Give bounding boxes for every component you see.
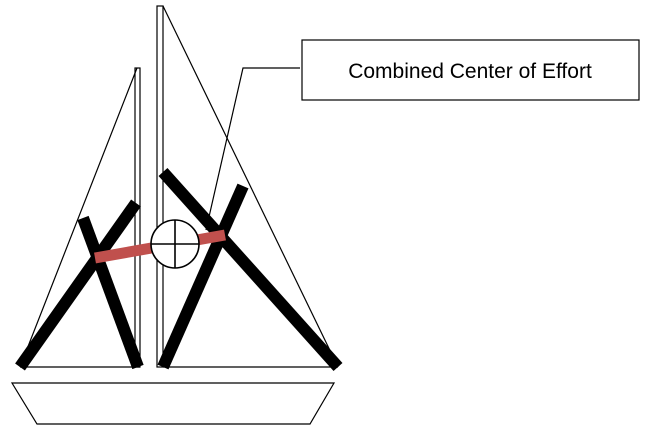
main-mast xyxy=(157,6,163,367)
callout-label: Combined Center of Effort xyxy=(348,60,592,83)
mainsail-median-line-1 xyxy=(163,172,338,367)
jib-median-line-2 xyxy=(20,203,136,367)
combined-center-of-effort-marker xyxy=(151,220,199,268)
callout-leader-line xyxy=(206,68,300,230)
hull xyxy=(12,383,334,424)
jib-mast xyxy=(135,68,140,367)
